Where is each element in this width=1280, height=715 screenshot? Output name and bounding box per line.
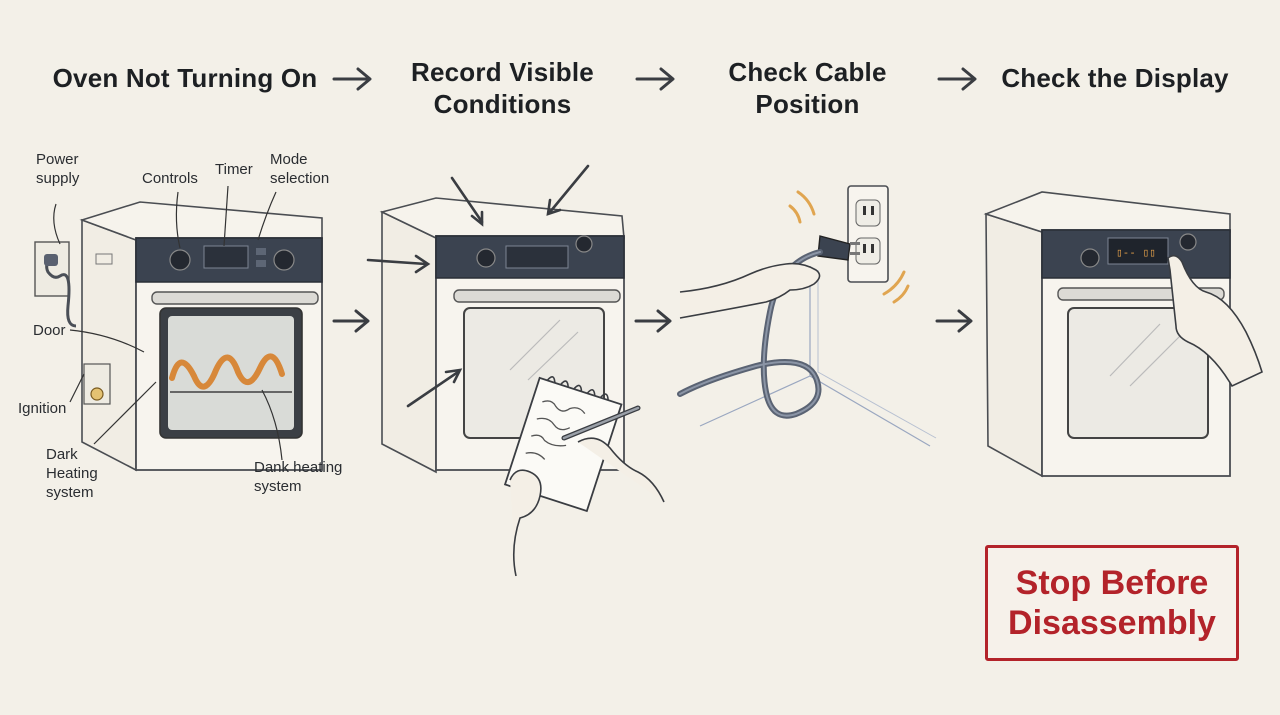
- label-door: Door: [33, 322, 66, 339]
- hand-icon: [1167, 254, 1263, 388]
- label-timer: Timer: [215, 161, 253, 178]
- step-2-title: Record Visible Conditions: [390, 56, 615, 120]
- label-dank-line2: system: [254, 478, 302, 495]
- step-3-title-line2: Position: [755, 89, 860, 119]
- outlet-icon: [847, 185, 889, 283]
- warning-line2: Disassembly: [1008, 604, 1216, 642]
- arrow-right-icon: [937, 67, 977, 91]
- label-mode-line1: Mode: [270, 151, 308, 168]
- label-dank-heating-system: Dank heating system: [254, 458, 342, 496]
- oven-icon: ▯-- ▯▯: [983, 191, 1263, 478]
- arrow-right-icon: [935, 309, 973, 333]
- label-dark-line2: Heating: [46, 465, 98, 482]
- svg-text:▯-- ▯▯: ▯-- ▯▯: [1116, 246, 1156, 259]
- label-ignition: Ignition: [18, 400, 67, 417]
- label-dank-line1: Dank heating: [254, 459, 343, 476]
- step-4-title: Check the Display: [1001, 63, 1229, 93]
- arrow-right-icon: [332, 67, 372, 91]
- arrow-right-icon: [635, 67, 675, 91]
- step-2-title-line1: Record Visible: [411, 57, 594, 87]
- label-mode-line2: selection: [270, 170, 330, 187]
- step-3-title-line1: Check Cable: [728, 57, 887, 87]
- plug-icon: [677, 185, 937, 447]
- step-1-title: Oven Not Turning On: [52, 63, 318, 93]
- label-power-line1: Power: [36, 151, 79, 168]
- arrow-right-icon: [634, 309, 672, 333]
- label-dark-heating-system: Dark Heating system: [46, 445, 98, 502]
- label-dark-line1: Dark: [46, 446, 78, 463]
- step-2-title-line2: Conditions: [433, 89, 572, 119]
- label-dark-line3: system: [46, 484, 94, 501]
- hand-icon: [679, 262, 821, 319]
- arrow-right-icon: [332, 309, 370, 333]
- oven-icon: [34, 185, 323, 472]
- notepad-icon: [503, 376, 665, 577]
- label-power-supply: Power supply: [36, 150, 79, 188]
- label-power-line2: supply: [36, 170, 80, 187]
- label-mode-selection: Mode selection: [270, 150, 329, 188]
- label-controls: Controls: [142, 170, 198, 187]
- step-3-title: Check Cable Position: [705, 56, 910, 120]
- stop-before-disassembly-warning: Stop Before Disassembly: [985, 545, 1239, 661]
- warning-line1: Stop Before: [1015, 564, 1209, 602]
